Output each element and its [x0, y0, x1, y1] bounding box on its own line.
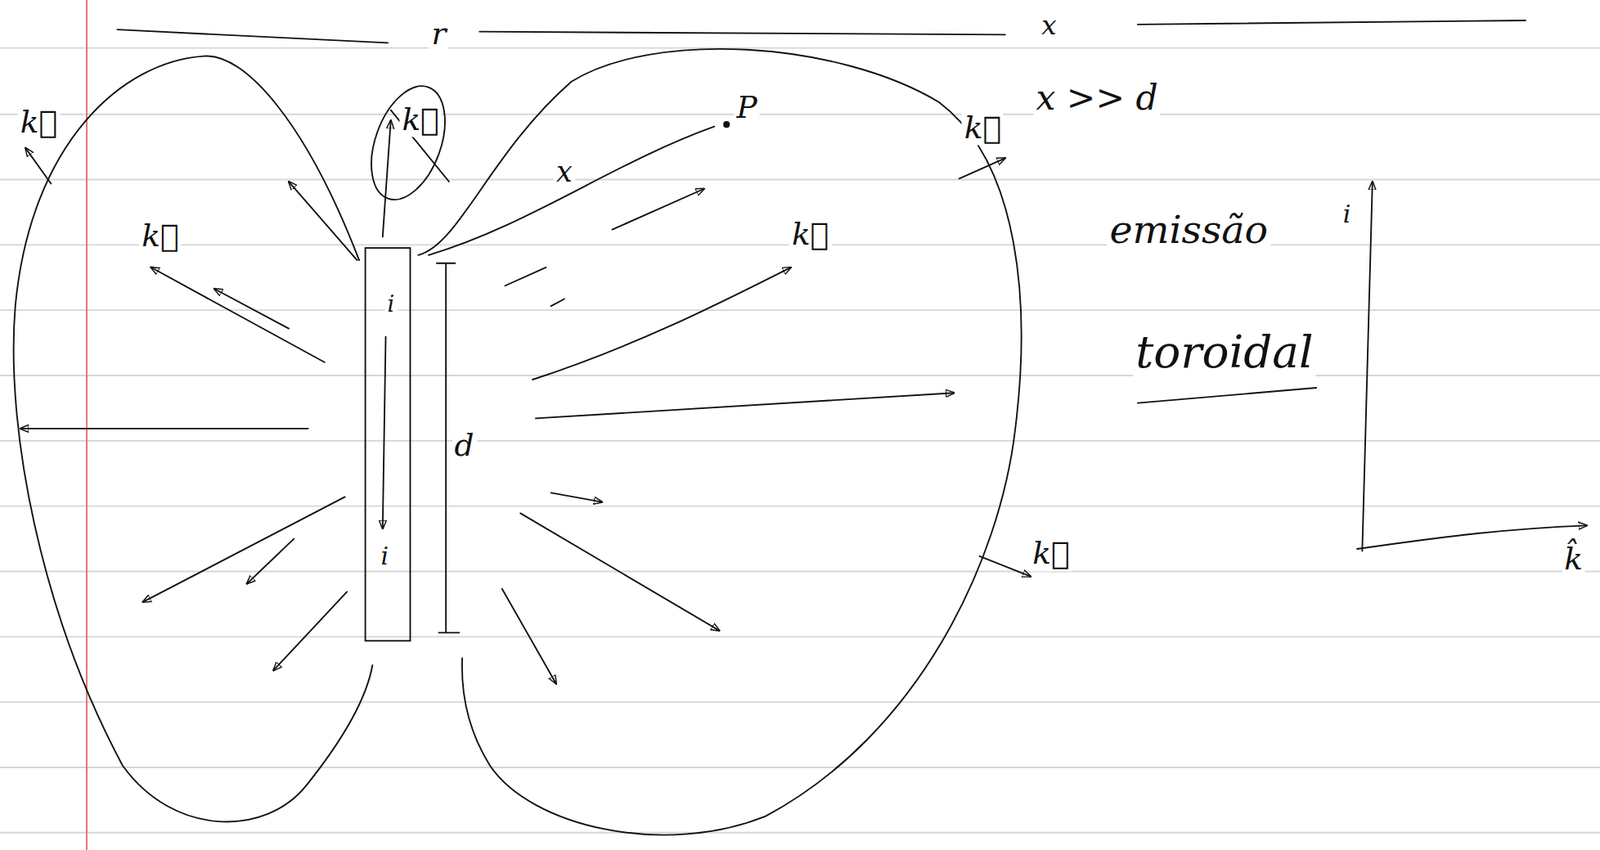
- handwritten-label: k̂: [1561, 542, 1586, 576]
- handwritten-label: emissão: [1106, 208, 1271, 252]
- handwritten-label: x: [1038, 12, 1059, 42]
- handwritten-label: k⃗: [399, 103, 441, 138]
- handwritten-label: i: [1340, 200, 1354, 228]
- handwritten-label: toroidal: [1132, 327, 1316, 377]
- handwritten-label: P: [734, 91, 760, 126]
- handwritten-label: k⃗: [139, 220, 181, 254]
- handwritten-label: x >> d: [1033, 78, 1160, 117]
- handwritten-label: x: [553, 155, 576, 187]
- handwritten-label: k⃗: [17, 105, 60, 140]
- handwritten-label: k⃗: [961, 112, 1004, 146]
- handwritten-label: i: [377, 542, 392, 570]
- handwritten-label: k⃗: [1029, 537, 1072, 571]
- handwritten-label: d: [452, 429, 477, 463]
- handwritten-label: i: [384, 292, 397, 317]
- handwritten-label: r: [428, 17, 449, 52]
- handwritten-label: k⃗: [789, 217, 832, 252]
